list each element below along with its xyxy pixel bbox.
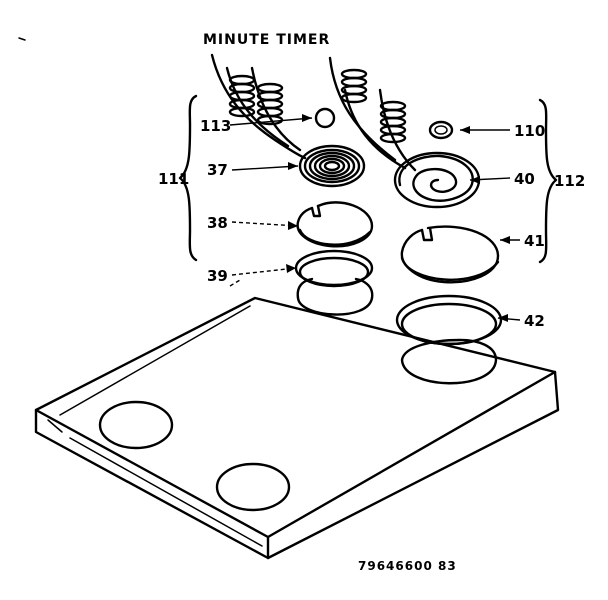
callout-113: 113 [200,117,231,135]
brace-111 [178,94,198,262]
diagram-title: MINUTE TIMER [203,32,330,48]
base-plate [34,296,560,560]
stray-mark [18,37,26,41]
coil-spring-3 [340,68,368,104]
callout-112: 112 [554,172,585,190]
part-113-ball [314,107,336,129]
part-41-split-ring [400,225,500,284]
leader-lines [229,114,521,322]
base-hole-left [98,400,174,450]
coil-spring-1 [228,74,256,118]
part-42-ring [395,294,503,385]
callout-42: 42 [524,312,545,330]
part-39-ring [294,249,374,316]
callout-40: 40 [514,170,535,188]
drawing-code: 79646600 83 [358,559,457,573]
timer-wire-assembly [210,53,417,172]
part-38-split-ring [296,201,374,248]
callout-110: 110 [514,122,545,140]
callout-38: 38 [207,214,228,232]
brace-112 [538,98,558,264]
part-110-washer [428,120,454,140]
callout-111: 111 [158,170,189,188]
callout-39: 39 [207,267,228,285]
coil-spring-4 [379,100,407,144]
callout-41: 41 [524,232,545,250]
base-hole-front [215,462,291,512]
part-40-spiral [393,151,481,209]
part-37-spiral [298,144,366,188]
callout-37: 37 [207,161,228,179]
